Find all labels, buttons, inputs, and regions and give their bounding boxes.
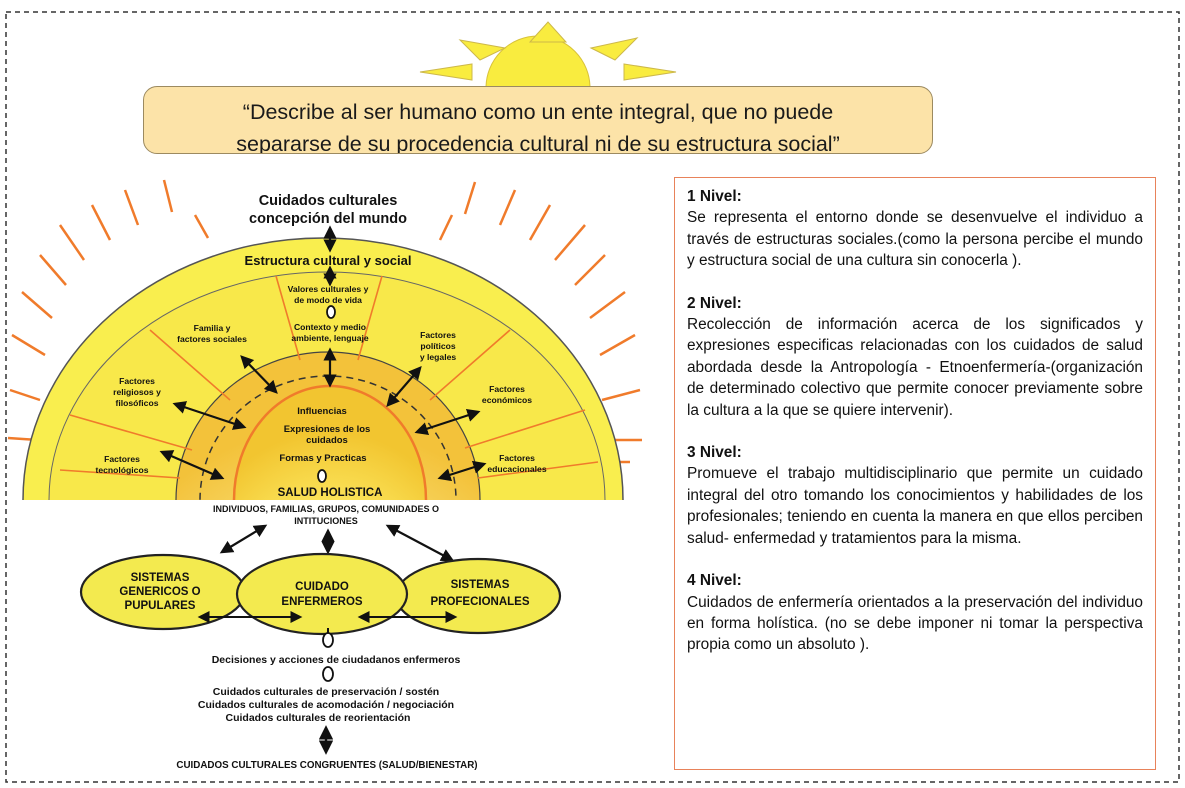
- label-religiosos-1: Factores: [119, 376, 155, 386]
- sunrise-title-1: Cuidados culturales: [259, 193, 398, 209]
- label-acomodacion: Cuidados culturales de acomodación / neg…: [198, 699, 454, 711]
- label-cuidado-2: ENFERMEROS: [281, 596, 362, 608]
- label-individuos-2: INTITUCIONES: [294, 516, 358, 526]
- label-expresiones-2: cuidados: [306, 435, 348, 446]
- level-1-title: 1 Nivel:: [687, 188, 742, 205]
- label-familia-1: Familia y: [194, 323, 231, 333]
- quote-line-2: separarse de su procedencia cultural ni …: [236, 132, 840, 154]
- levels-panel: 1 Nivel: Se representa el entorno donde …: [674, 177, 1156, 770]
- label-politicos-3: y legales: [420, 352, 457, 362]
- label-sist-prof-2: PROFECIONALES: [430, 596, 529, 608]
- level-3-title: 3 Nivel:: [687, 444, 742, 462]
- quote-line-1: “Describe al ser humano como un ente int…: [242, 100, 834, 124]
- sun-icon: [419, 21, 677, 86]
- label-congruentes: CUIDADOS CULTURALES CONGRUENTES (SALUD/B…: [176, 760, 477, 771]
- level-4: 4 Nivel: Cuidados de enfermería orientad…: [687, 570, 1143, 656]
- label-religiosos-2: religiosos y: [113, 387, 161, 397]
- label-sist-gen-3: PUPULARES: [125, 600, 196, 612]
- label-expresiones-1: Expresiones de los: [284, 424, 371, 435]
- level-2: 2 Nivel: Recolección de información acer…: [687, 293, 1143, 421]
- label-religiosos-3: filosóficos: [116, 398, 159, 408]
- label-influencias: Influencias: [297, 406, 347, 417]
- level-1-text: Se representa el entorno donde se desenv…: [687, 209, 1143, 270]
- label-familia-2: factores sociales: [177, 334, 247, 344]
- label-tecnologicos-1: Factores: [104, 454, 140, 464]
- label-contexto-1: Contexto y medio: [294, 322, 366, 332]
- level-3-text: Promueve el trabajo multidisciplinario q…: [687, 465, 1143, 547]
- label-economicos-1: Factores: [489, 384, 525, 394]
- label-preservacion: Cuidados culturales de preservación / so…: [213, 686, 439, 698]
- label-formas: Formas y Practicas: [279, 453, 366, 464]
- label-educacionales-1: Factores: [499, 453, 535, 463]
- level-4-text: Cuidados de enfermería orientados a la p…: [687, 593, 1143, 654]
- label-tecnologicos-2: tecnológicos: [95, 465, 148, 475]
- label-sist-prof-1: SISTEMAS: [451, 579, 510, 591]
- sunrise-model-diagram: Cuidados culturales concepción del mundo…: [7, 179, 642, 771]
- label-valores-2: de modo de vida: [294, 295, 362, 305]
- label-salud-holistica: SALUD HOLISTICA: [278, 487, 383, 499]
- sunrise-title-2: concepción del mundo: [249, 211, 407, 227]
- label-politicos-1: Factores: [420, 330, 456, 340]
- label-decisiones: Decisiones y acciones de ciudadanos enfe…: [212, 654, 461, 666]
- level-3: 3 Nivel: Promueve el trabajo multidiscip…: [687, 442, 1143, 549]
- level-4-title: 4 Nivel:: [687, 572, 742, 590]
- ellipse-cuidado-enfermeros: [235, 552, 409, 636]
- label-economicos-2: económicos: [482, 395, 532, 405]
- label-cuidado-1: CUIDADO: [295, 581, 349, 593]
- label-sist-gen-1: SISTEMAS: [131, 572, 190, 584]
- label-contexto-2: ambiente, lenguaje: [291, 333, 369, 343]
- label-valores-1: Valores culturales y: [288, 284, 369, 294]
- label-sist-gen-2: GENERICOS O: [119, 586, 200, 598]
- outer-structure-label: Estructura cultural y social: [245, 253, 412, 268]
- label-individuos-1: INDIVIDUOS, FAMILIAS, GRUPOS, COMUNIDADE…: [213, 504, 439, 514]
- level-2-title: 2 Nivel:: [687, 294, 742, 312]
- label-politicos-2: políticos: [420, 341, 456, 351]
- label-reorientacion: Cuidados culturales de reorientación: [226, 712, 411, 724]
- quote-box: “Describe al ser humano como un ente int…: [143, 86, 933, 154]
- level-2-text: Recolección de información acerca de los…: [687, 316, 1143, 419]
- label-educacionales-2: educacionales: [487, 464, 546, 474]
- level-1: 1 Nivel: Se representa el entorno donde …: [687, 186, 1143, 272]
